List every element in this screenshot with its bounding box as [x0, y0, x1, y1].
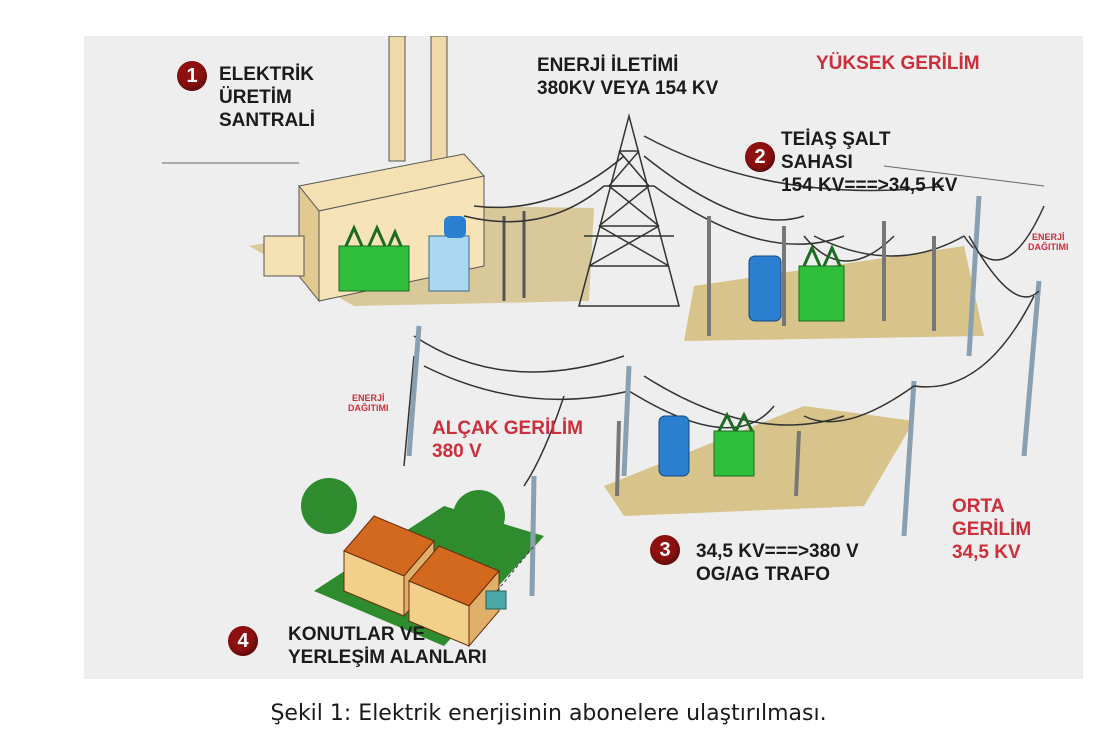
transformer-pad: [604, 406, 914, 516]
low-voltage-label: ALÇAK GERİLİM 380 V: [432, 418, 583, 462]
figure-caption: Şekil 1: Elektrik enerjisinin abonelere …: [270, 701, 827, 726]
diagram-artwork: [162, 36, 1045, 648]
distribution-lines: [403, 235, 1040, 487]
medium-voltage-label: ORTA GERİLİM 34,5 KV: [952, 496, 1032, 563]
badge-4: 4: [228, 626, 258, 656]
distribution-label-right: ENERJİ DAĞITIMI: [1028, 232, 1069, 252]
badge-1: 1: [177, 61, 207, 91]
badge-2: 2: [745, 142, 775, 172]
transmission-label: ENERJİ İLETİMİ 380KV VEYA 154 KV: [537, 55, 719, 99]
substation-label: TEİAŞ ŞALT SAHASI 154 KV===>34,5 KV: [781, 129, 958, 196]
distribution-poles-left: [406, 325, 632, 597]
houses: [301, 478, 535, 648]
og-ag-transformer: [615, 411, 801, 497]
plant-transformer: [338, 211, 526, 301]
homes-label: KONUTLAR VE YERLEŞİM ALANLARI: [288, 624, 487, 668]
high-voltage-label: YÜKSEK GERİLİM: [816, 53, 980, 74]
plant-label: ELEKTRİK ÜRETİM SANTRALİ: [219, 64, 316, 131]
distribution-label-left: ENERJİ DAĞITIMI: [348, 393, 389, 413]
transmission-lines: [463, 135, 1045, 262]
substation-equipment: [707, 216, 936, 336]
power-distribution-diagram: 1 2 3 4 ELEKTRİK ÜRETİM SANTRALİ ENERJİ …: [84, 36, 1083, 679]
transmission-tower: [578, 113, 680, 307]
transformer-label: 34,5 KV===>380 V OG/AG TRAFO: [696, 541, 859, 585]
badge-3: 3: [650, 535, 680, 565]
distribution-poles-right: [901, 195, 1042, 537]
